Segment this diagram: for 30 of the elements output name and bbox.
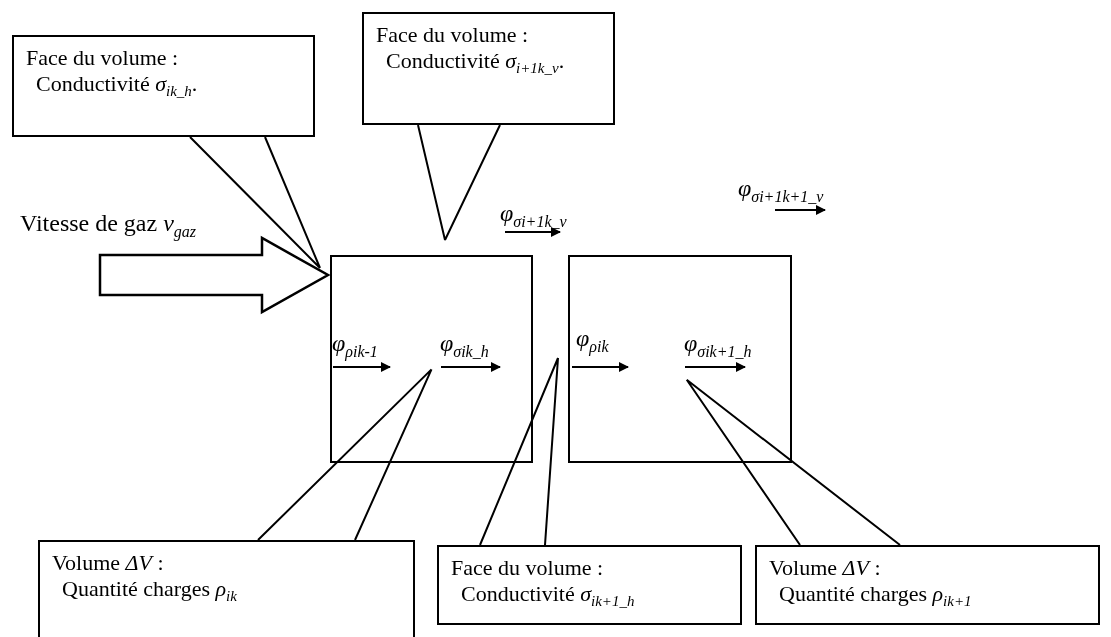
callout-pointer — [417, 124, 501, 241]
callout-body: Quantité charges ρ$_{ik}$ — [61, 576, 238, 607]
volume-box — [330, 255, 533, 463]
callout-body: Conductivité σ$_{i+1k_v}$. — [385, 48, 566, 79]
callout-pointer — [479, 357, 559, 546]
callout-box — [38, 540, 415, 637]
callout-body: Conductivité σ$_{ik_h}$. — [35, 71, 199, 102]
callout-pointer — [257, 368, 433, 541]
block-arrow — [98, 235, 331, 315]
flux-label: φ$_{ρik}$ — [576, 325, 609, 356]
flux-label: φ$_{ρik-1}$ — [332, 330, 378, 361]
callout-pointer — [189, 136, 321, 269]
callout-box — [12, 35, 315, 137]
callout-pointer — [685, 378, 901, 546]
flux-label: φ$_{σik+1_h}$ — [684, 330, 752, 361]
flux-label: φ$_{σik_h}$ — [440, 330, 489, 361]
callout-box — [755, 545, 1100, 625]
callout-heading: Volume ΔV : — [769, 555, 882, 581]
callout-box — [437, 545, 742, 625]
callout-heading: Face du volume : — [26, 45, 180, 71]
callout-body: Conductivité σ$_{ik+1_h}$ — [460, 581, 636, 612]
callout-box — [362, 12, 615, 125]
callout-heading: Volume ΔV : — [52, 550, 165, 576]
edge-label: Vitesse de gaz v$_{gaz}$ — [20, 210, 197, 241]
callout-body: Quantité charges ρ$_{ik+1}$ — [778, 581, 973, 612]
flux-label: φ$_{σi+1k_v}$ — [500, 200, 567, 231]
volume-box — [568, 255, 792, 463]
callout-heading: Face du volume : — [451, 555, 605, 581]
flux-label: φ$_{σi+1k+1_v}$ — [738, 175, 824, 206]
callout-heading: Face du volume : — [376, 22, 530, 48]
